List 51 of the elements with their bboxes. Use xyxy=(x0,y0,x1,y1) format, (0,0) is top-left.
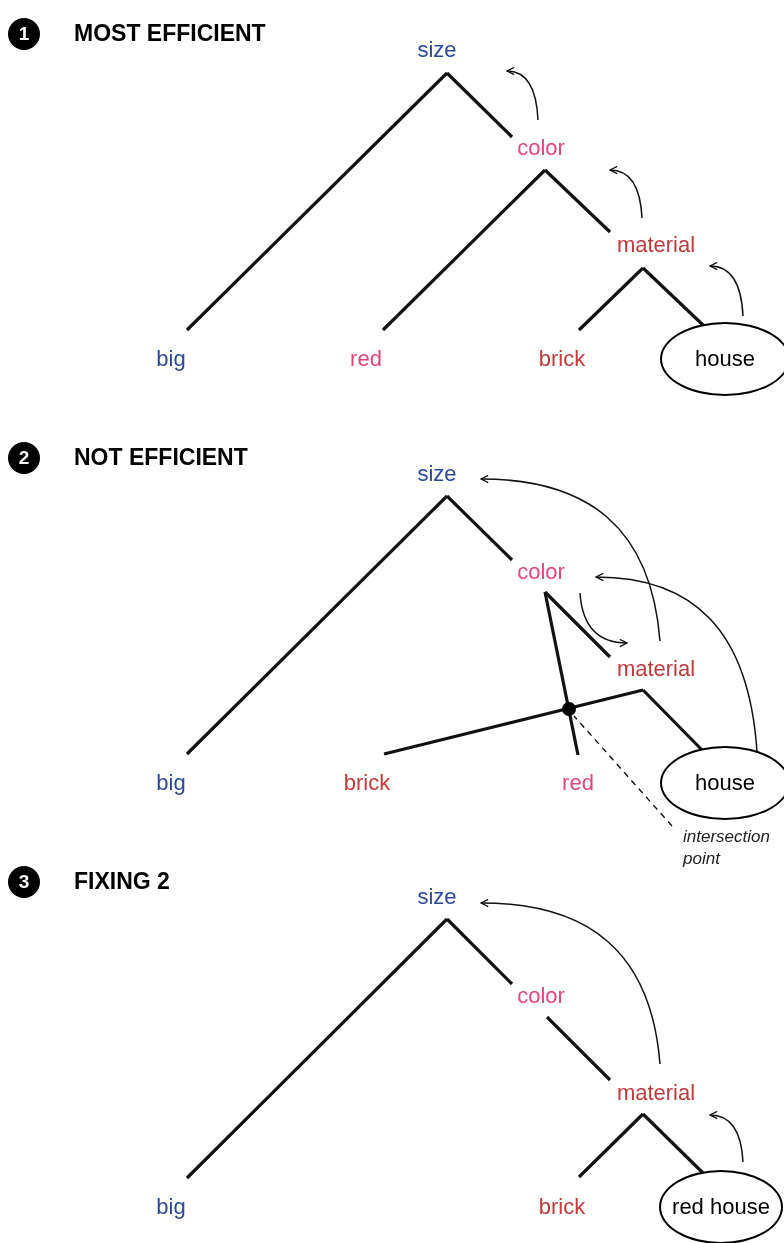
tree-branch xyxy=(185,71,449,332)
tree-branch xyxy=(545,1015,612,1082)
intersection-dot xyxy=(562,702,576,716)
tree-label: red xyxy=(350,346,382,372)
tree-branch xyxy=(543,168,612,234)
tree-branch xyxy=(543,591,580,756)
tree-label: material xyxy=(616,232,696,258)
curved-arrow xyxy=(609,166,643,219)
tree-branch xyxy=(577,266,645,332)
tree-label: material xyxy=(616,656,696,682)
tree-label: color xyxy=(517,983,565,1009)
curved-arrow xyxy=(480,475,661,642)
number-badge: 1 xyxy=(8,18,40,50)
tree-branch xyxy=(577,1112,645,1179)
tree-label: big xyxy=(156,770,186,796)
tree-branch xyxy=(185,917,449,1180)
tree-label: material xyxy=(616,1080,696,1106)
curved-arrow xyxy=(506,67,539,121)
number-badge: 2 xyxy=(8,442,40,474)
leader-line xyxy=(573,715,673,827)
tree-label: red xyxy=(562,770,594,796)
tree-label: brick xyxy=(538,1194,586,1220)
tree-label: big xyxy=(156,1194,186,1220)
tree-label: big xyxy=(156,346,186,372)
oval-node: house xyxy=(660,322,784,396)
oval-node: house xyxy=(660,746,784,820)
curved-arrow xyxy=(480,899,661,1065)
tree-branch xyxy=(445,494,514,562)
curved-arrow xyxy=(579,592,628,647)
tree-branch xyxy=(445,71,514,139)
tree-label: size xyxy=(417,461,457,487)
oval-node: red house xyxy=(659,1170,783,1243)
annotation-text: intersection point xyxy=(683,826,784,870)
tree-label: color xyxy=(517,135,565,161)
curved-arrow xyxy=(709,262,744,317)
tree-branch xyxy=(445,917,514,986)
section-heading: MOST EFFICIENT xyxy=(74,20,266,46)
tree-branch xyxy=(185,494,449,756)
section-heading: FIXING 2 xyxy=(74,868,170,894)
number-badge: 3 xyxy=(8,866,40,898)
tree-label: brick xyxy=(343,770,391,796)
tree-label: size xyxy=(417,37,457,63)
tree-branch xyxy=(383,688,644,756)
tree-branch xyxy=(381,168,547,332)
tree-label: size xyxy=(417,884,457,910)
tree-label: color xyxy=(517,559,565,585)
curved-arrow xyxy=(709,1111,744,1163)
tree-branch xyxy=(543,590,612,659)
tree-label: brick xyxy=(538,346,586,372)
curved-arrow xyxy=(595,573,758,753)
section-heading: NOT EFFICIENT xyxy=(74,444,248,470)
